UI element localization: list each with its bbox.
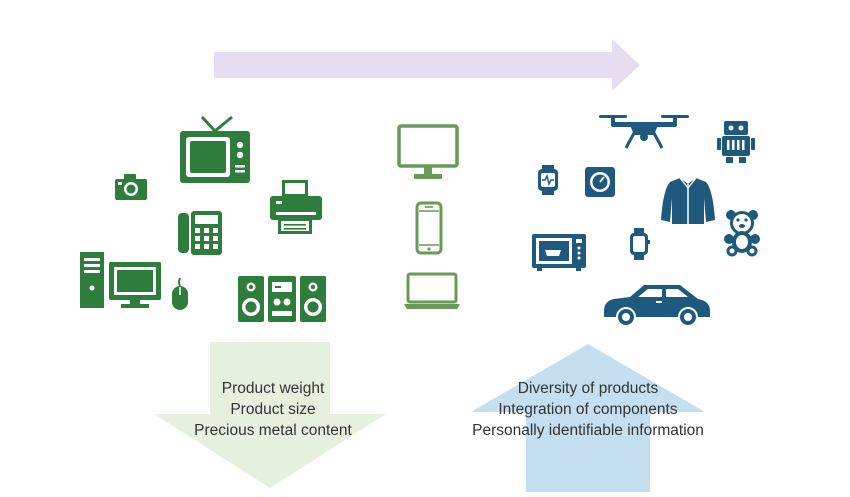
robot-icon [716, 120, 756, 164]
mouse-icon [170, 276, 190, 312]
desk-phone-icon [176, 210, 224, 256]
television-icon [178, 115, 252, 187]
increasing-factors-labels: Diversity of products Integration of com… [438, 378, 738, 441]
precious-metal-label: Precious metal content [194, 422, 352, 439]
increasing-arrow [471, 344, 705, 492]
camera-icon [113, 172, 149, 202]
drone-icon [598, 111, 690, 151]
decreasing-arrow [154, 342, 386, 488]
stereo-system-icon [237, 274, 327, 324]
desktop-computer-icon [79, 250, 163, 310]
smart-thermostat-icon [584, 166, 616, 198]
microwave-icon [531, 232, 587, 272]
product-weight-label: Product weight [221, 380, 325, 397]
diversity-label: Diversity of products [517, 380, 659, 397]
personal-info-label: Personally identifiable information [472, 422, 704, 439]
jacket-icon [660, 176, 716, 226]
car-icon [602, 281, 712, 327]
integration-label: Integration of components [498, 401, 678, 418]
fitness-tracker-icon [536, 164, 560, 196]
smartwatch-icon [628, 227, 650, 261]
timeline-arrow [214, 39, 640, 91]
monitor-icon [397, 124, 459, 182]
smartphone-icon [415, 201, 443, 255]
product-size-label: Product size [230, 401, 316, 418]
printer-icon [268, 178, 324, 236]
laptop-icon [403, 272, 461, 312]
decreasing-factors-labels: Product weight Product size Precious met… [158, 378, 388, 441]
teddy-bear-icon [722, 209, 762, 257]
